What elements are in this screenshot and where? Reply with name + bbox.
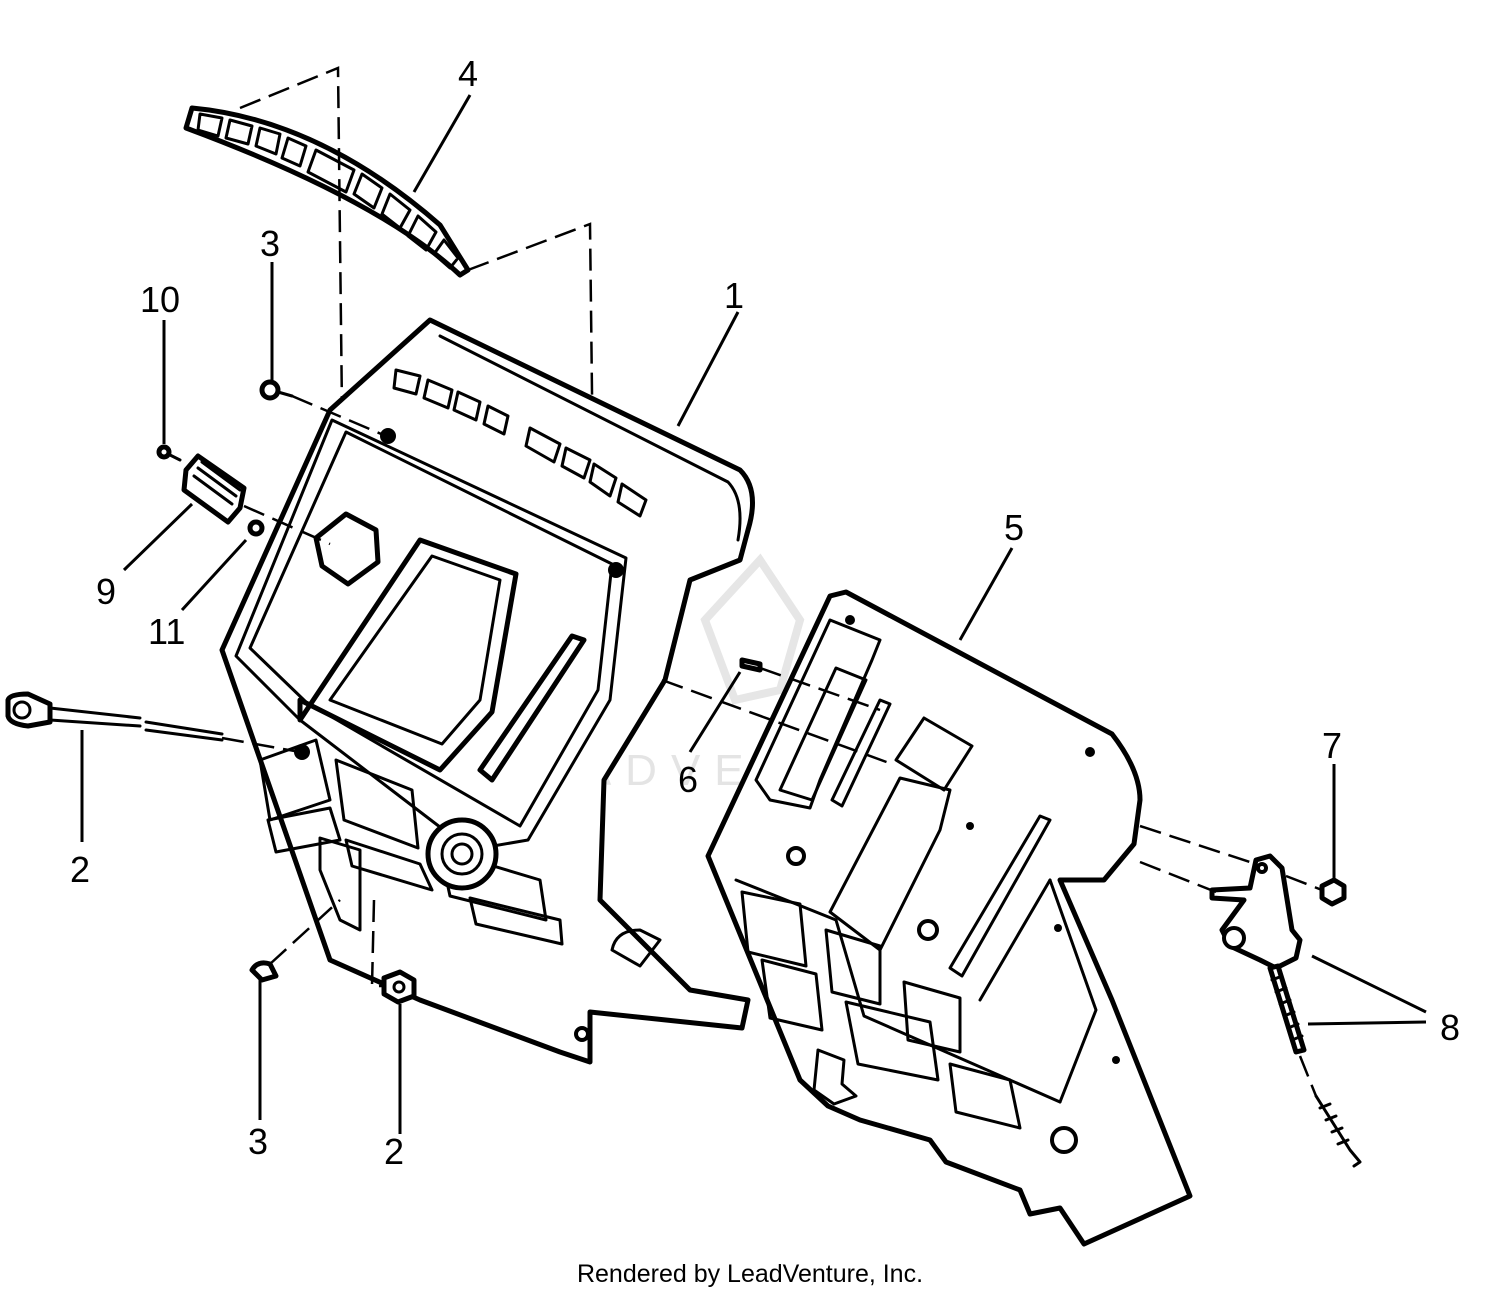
callout-8: 8	[1440, 1007, 1460, 1048]
callout-numbers: 1 2 2 3 3 4 5 6 7 8 9 10 11	[70, 53, 1460, 1172]
callout-3-bottom: 3	[248, 1121, 268, 1162]
part-2-nut	[370, 899, 417, 1005]
part-11-nut	[243, 504, 331, 546]
callout-9: 9	[96, 571, 116, 612]
callout-2-nut: 2	[384, 1131, 404, 1172]
credit-text: Rendered by LeadVenture, Inc.	[577, 1260, 923, 1288]
callout-5: 5	[1004, 507, 1024, 548]
callout-4: 4	[458, 53, 478, 94]
part-2-bolt	[5, 691, 301, 754]
part-7-bracket	[1139, 824, 1347, 971]
part-3-screw-top	[259, 379, 387, 438]
part-3-screw-bottom	[249, 899, 341, 983]
leader-lines	[80, 94, 1427, 1134]
callout-2-bolt: 2	[70, 849, 90, 890]
callout-7: 7	[1322, 725, 1342, 766]
part-8-spring	[1267, 963, 1362, 1168]
part-10-screw	[156, 444, 182, 462]
part-4-grille-insert	[183, 105, 471, 278]
callout-3-top: 3	[260, 223, 280, 264]
watermark-logo	[700, 553, 805, 705]
callout-6: 6	[678, 759, 698, 800]
part-6-pin	[661, 657, 893, 766]
part-9-switch	[181, 453, 247, 525]
callout-1: 1	[724, 275, 744, 316]
part-5-dash-support	[705, 589, 1193, 1247]
callout-10: 10	[140, 279, 180, 320]
callout-11: 11	[148, 611, 185, 652]
part-1-dash-panel	[219, 317, 755, 1065]
